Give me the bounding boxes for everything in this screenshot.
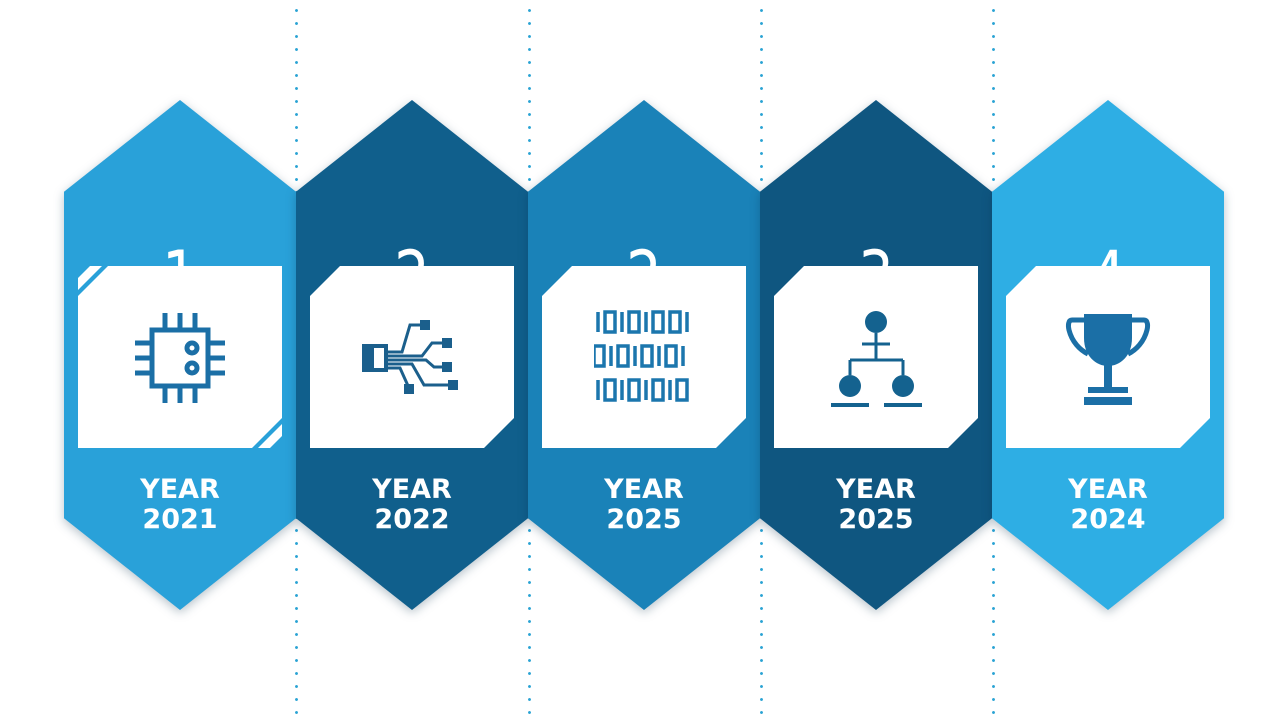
year-label: YEAR xyxy=(1068,474,1148,505)
year-block: YEAR 2024 xyxy=(992,475,1224,535)
timeline-step-3: 2 xyxy=(528,100,760,610)
timeline-step-2: 2 YEAR 2022 xyxy=(296,100,528,610)
hierarchy-network-icon xyxy=(831,311,922,407)
icon-panel xyxy=(542,266,746,448)
cpu-chip-icon xyxy=(135,313,225,403)
year-value: 2021 xyxy=(142,504,218,535)
circuit-connector-icon xyxy=(362,320,458,394)
binary-code-icon xyxy=(594,310,689,402)
icon-panel xyxy=(78,266,282,448)
year-value: 2025 xyxy=(606,504,682,535)
timeline-step-4: 3 YEAR 2025 xyxy=(760,100,992,610)
timeline-step-1: 1 YEAR 2021 xyxy=(64,100,296,610)
year-label: YEAR xyxy=(604,474,684,505)
year-block: YEAR 2022 xyxy=(296,475,528,535)
year-label: YEAR xyxy=(372,474,452,505)
year-value: 2025 xyxy=(838,504,914,535)
trophy-icon xyxy=(1065,314,1151,405)
year-label: YEAR xyxy=(140,474,220,505)
year-block: YEAR 2025 xyxy=(528,475,760,535)
year-label: YEAR xyxy=(836,474,916,505)
year-block: YEAR 2021 xyxy=(64,475,296,535)
year-value: 2022 xyxy=(374,504,450,535)
year-value: 2024 xyxy=(1070,504,1146,535)
year-block: YEAR 2025 xyxy=(760,475,992,535)
timeline-step-5: 4 YEAR 2024 xyxy=(992,100,1224,610)
